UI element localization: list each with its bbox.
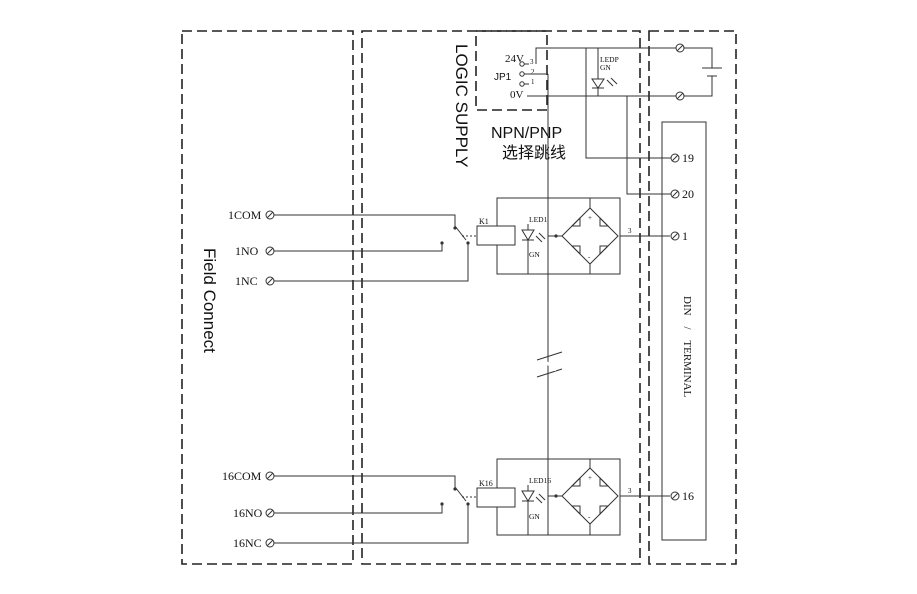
terminal-19-label: 19 bbox=[682, 151, 694, 165]
ch1-nc-label: 1NC bbox=[235, 274, 258, 288]
break-mark bbox=[536, 351, 563, 378]
field-connect-box bbox=[181, 30, 354, 565]
v24-label: 24V bbox=[505, 53, 524, 65]
ch1-bridge-plus: + bbox=[588, 214, 592, 222]
ch16-no-label: 16NO bbox=[233, 506, 263, 520]
terminal-20-label: 20 bbox=[682, 187, 694, 201]
relay-k16-coil bbox=[476, 487, 516, 508]
ch16-bridge-plus: + bbox=[588, 474, 592, 482]
npn-pnp-label: NPN/PNP bbox=[491, 125, 562, 142]
led16-diode-symbol bbox=[521, 490, 535, 502]
jumper-pin-1 bbox=[519, 81, 525, 87]
din-terminal-label: DIN / TERMINAL bbox=[681, 296, 693, 398]
din-terminal-box bbox=[648, 30, 737, 565]
led1-color: GN bbox=[529, 250, 540, 259]
ch16-nc-label: 16NC bbox=[233, 536, 262, 550]
ch16-bridge-pin3: 3 bbox=[628, 487, 632, 495]
led1-diode-symbol bbox=[521, 229, 535, 241]
section-boxes bbox=[181, 30, 737, 565]
terminal-16-label: 16 bbox=[682, 489, 694, 503]
pin2-label: 2 bbox=[531, 68, 535, 76]
ledp-label: LEDP bbox=[600, 55, 619, 64]
ch16-com-label: 16COM bbox=[222, 469, 262, 483]
jp1-label: JP1 bbox=[494, 72, 512, 83]
jumper-select-label: 选择跳线 bbox=[502, 144, 566, 162]
relay-k1-coil bbox=[476, 225, 516, 246]
ch16-bridge-minus: - bbox=[588, 513, 591, 521]
ch1-bridge-pin3: 3 bbox=[628, 227, 632, 235]
relay-k16-label: K16 bbox=[479, 479, 493, 488]
pin3-label: 3 bbox=[530, 58, 534, 66]
terminal-1-label: 1 bbox=[682, 229, 688, 243]
jumper-pin-2 bbox=[519, 71, 525, 77]
ch1-bridge-rectifier bbox=[561, 207, 619, 265]
ledp-color: GN bbox=[600, 63, 611, 72]
jumper-box bbox=[475, 30, 548, 111]
led16-color: GN bbox=[529, 512, 540, 521]
ch1-no-label: 1NO bbox=[235, 244, 259, 258]
supply-source bbox=[675, 43, 722, 101]
logic-supply-label: LOGIC SUPPLY bbox=[452, 44, 471, 167]
din-terminals: 19 20 1 16 bbox=[670, 151, 694, 503]
jumper-jp1: 24V JP1 0V 3 2 1 bbox=[494, 47, 677, 500]
led1-label: LED1 bbox=[529, 215, 548, 224]
ch1-bridge-minus: - bbox=[588, 253, 591, 261]
logic-supply-box bbox=[361, 30, 641, 565]
relay-k1-label: K1 bbox=[479, 217, 489, 226]
led16-label: LED16 bbox=[529, 476, 551, 485]
v0-label: 0V bbox=[510, 89, 524, 101]
ch1-com-label: 1COM bbox=[228, 208, 262, 222]
field-connect-label: Field Connect bbox=[200, 248, 219, 353]
ledp-diode-symbol bbox=[591, 78, 605, 89]
channel-16: 16COM 16NO 16NC K16 LED16 GN bbox=[222, 458, 670, 550]
din-terminal-strip bbox=[661, 121, 707, 541]
channel-1: 1COM 1NO 1NC K1 LED1 GN bbox=[228, 197, 670, 288]
pin1-label: 1 bbox=[531, 78, 535, 86]
ch16-bridge-rectifier bbox=[561, 467, 619, 525]
power-led: LEDP GN bbox=[591, 48, 619, 96]
jumper-pin-3 bbox=[519, 61, 525, 67]
